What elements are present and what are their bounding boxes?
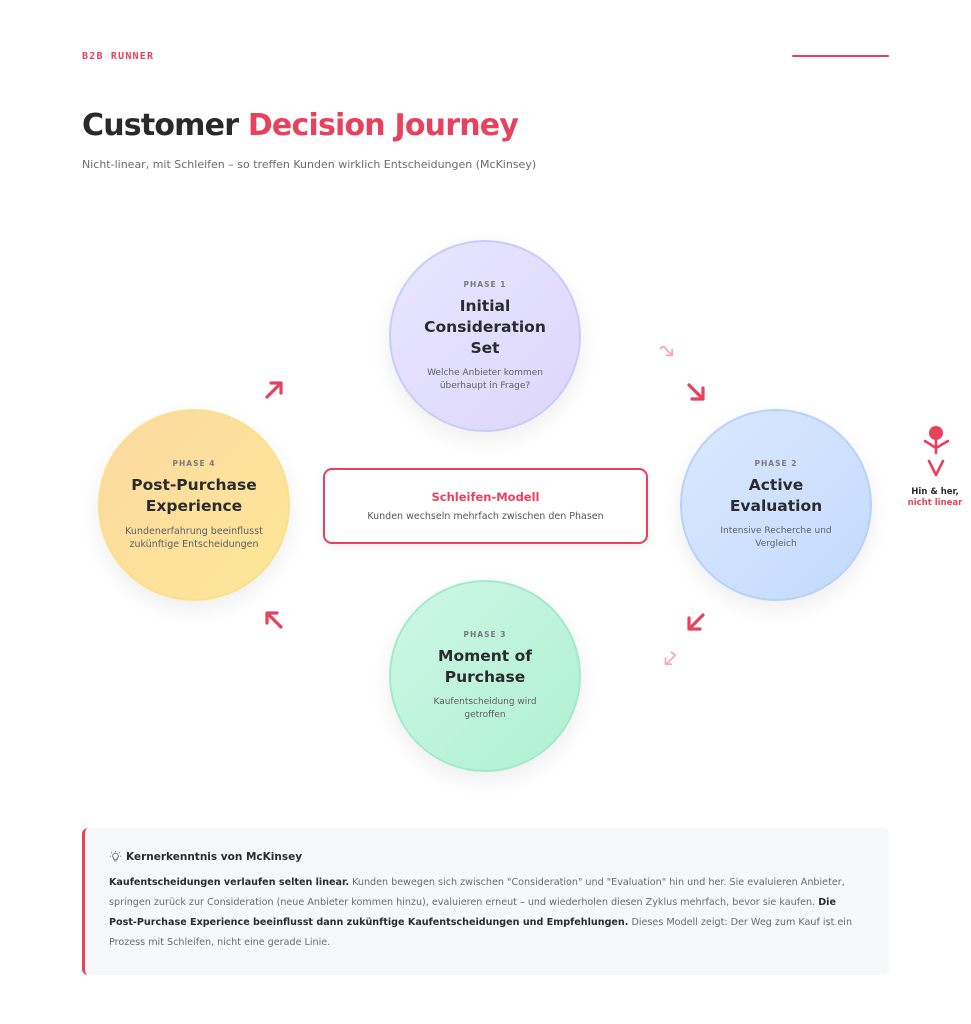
page-title: Customer Decision Journey [82, 108, 519, 143]
phase-3-circle: PHASE 3 Moment of Purchase Kaufentscheid… [389, 580, 581, 772]
phase-3-label: PHASE 3 [463, 630, 507, 639]
phase-2-desc: Intensive Recherche und Vergleich [720, 526, 832, 549]
title-part-2: Decision Journey [247, 108, 519, 143]
curved-arrow-down-left-icon [661, 650, 679, 668]
insight-text-1: Kunden bewegen sich zwischen "Considerat… [109, 877, 845, 908]
phase-2-circle: PHASE 2 Active Evaluation Intensive Rech… [680, 409, 872, 601]
phase-4-label: PHASE 4 [172, 459, 216, 468]
phase-1-desc: Welche Anbieter kommen überhaupt in Frag… [427, 367, 543, 391]
side-label-line2: nicht linear [907, 498, 963, 508]
lightbulb-icon [109, 850, 122, 863]
arrow-down-left-icon [684, 610, 708, 634]
arrow-down-right-icon [684, 380, 708, 404]
insight-text-2: Dieses Modell zeigt: Der Weg zum Kauf is… [109, 917, 853, 948]
arrow-up-left-icon [262, 608, 286, 632]
insight-heading-row: Kernerkenntnis von McKinsey [109, 850, 865, 863]
side-figure-label: Hin & her, nicht linear [895, 487, 971, 509]
phase-1-name: Initial Consideration Set [424, 296, 546, 357]
decorative-line [792, 55, 889, 57]
insight-bold-2: Die Post-Purchase Experience beeinflusst… [109, 897, 836, 928]
page-subtitle: Nicht-linear, mit Schleifen – so treffen… [82, 158, 537, 171]
loop-model-box: Schleifen-Modell Kunden wechseln mehrfac… [323, 468, 648, 544]
curved-arrow-down-right-icon [658, 342, 678, 362]
loop-model-subtitle: Kunden wechseln mehrfach zwischen den Ph… [367, 511, 604, 522]
phase-3-name: Moment of Purchase [438, 647, 532, 686]
insight-bold-1: Kaufentscheidungen verlaufen selten line… [109, 877, 350, 888]
brand-label: B2B RUNNER [82, 51, 155, 62]
phase-4-circle: PHASE 4 Post-Purchase Experience Kundene… [98, 409, 290, 601]
phase-4-desc: Kundenerfahrung beeinflusst zukünftige E… [125, 526, 263, 550]
loop-model-title: Schleifen-Modell [431, 490, 540, 504]
phase-2-label: PHASE 2 [754, 459, 798, 468]
arrow-up-right-icon [262, 378, 286, 402]
phase-1-circle: PHASE 1 Initial Consideration Set Welche… [389, 240, 581, 432]
stick-figure-icon [918, 423, 954, 479]
phase-1-label: PHASE 1 [463, 279, 507, 289]
insight-body: Kaufentscheidungen verlaufen selten line… [109, 873, 865, 953]
insight-heading: Kernerkenntnis von McKinsey [126, 850, 303, 863]
side-label-line1: Hin & her, [911, 487, 959, 497]
phase-2-name: Active Evaluation [729, 476, 823, 515]
title-part-1: Customer [82, 108, 248, 143]
insight-callout: Kernerkenntnis von McKinsey Kaufentschei… [82, 828, 889, 975]
phase-4-name: Post-Purchase Experience [131, 476, 257, 515]
phase-3-desc: Kaufentscheidung wird getroffen [433, 697, 537, 720]
